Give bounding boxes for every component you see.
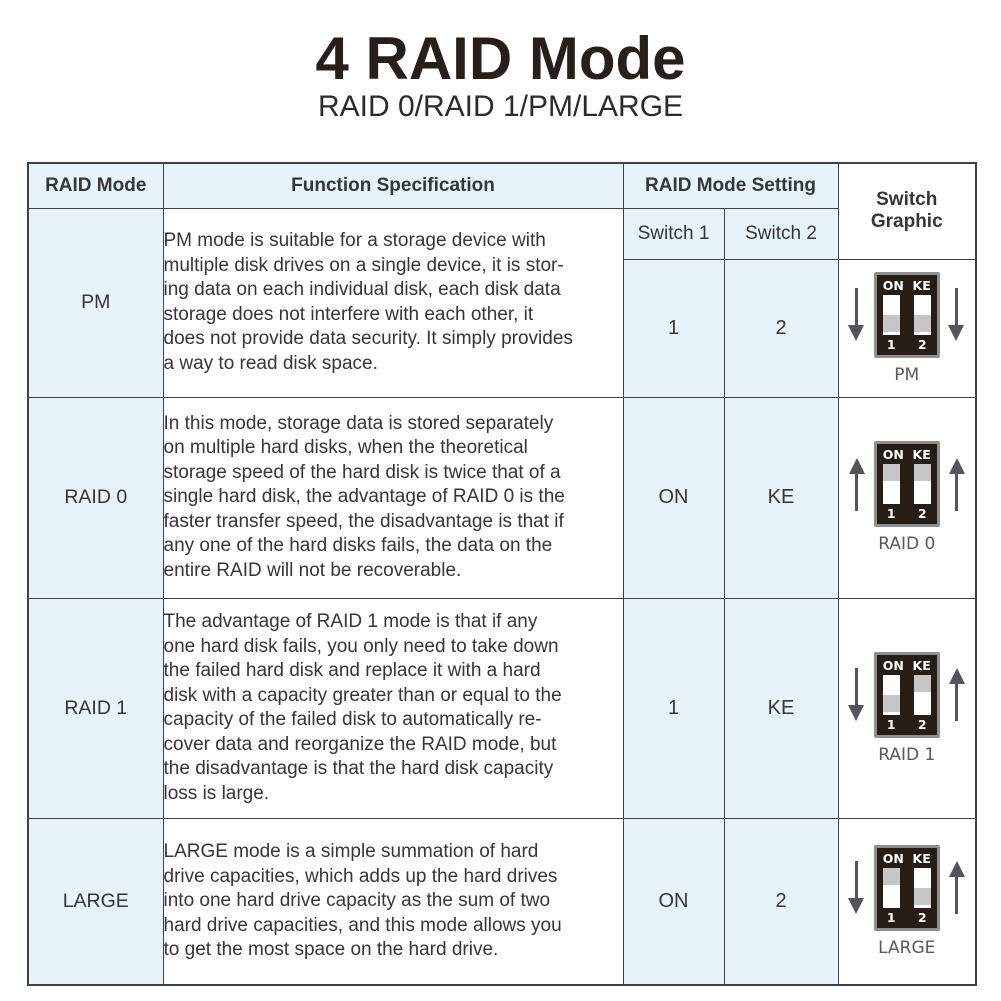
description-cell-pm: PM mode is suitable for a storage device…	[162, 207, 624, 398]
dip-bottom-labels: 1 2	[883, 506, 931, 521]
dip-switch: ON KE 1 2	[873, 271, 940, 358]
dip-channels	[882, 294, 931, 335]
dip-bottom-labels: 1 2	[883, 337, 931, 352]
header-row: RAID Mode Function Specification RAID Mo…	[27, 162, 977, 260]
page-subtitle: RAID 0/RAID 1/PM/LARGE	[317, 90, 684, 123]
switch1-value-pm: 1	[622, 258, 725, 398]
dip-switch: ON KE 1 2	[873, 844, 940, 931]
dip-switch-1-knob	[882, 314, 900, 332]
mode-cell-pm: PM	[27, 207, 164, 398]
table-row-large: LARGE LARGE mode is a simple summation o…	[27, 817, 977, 986]
dip-bottom-labels: 1 2	[883, 910, 931, 925]
switch-graphic-cell-raid0: ON KE 1 2 RAID 0	[837, 396, 977, 599]
dip-pin2-label: 2	[917, 336, 927, 352]
dip-switch-1-slider	[882, 464, 900, 504]
dip-top-labels: ON KE	[883, 447, 931, 462]
left-arrow-icon	[848, 859, 866, 916]
dip-channels	[882, 464, 931, 504]
right-arrow-icon	[948, 859, 966, 916]
mode-cell-raid0: RAID 0	[27, 396, 164, 599]
dip-switch-graphic: ON KE 1 2	[839, 844, 976, 931]
dip-switch-graphic: ON KE 1 2	[839, 271, 976, 358]
header-switch-1: Switch 1	[622, 207, 725, 260]
table-row-raid1: RAID 1 The advantage of RAID 1 mode is t…	[27, 597, 977, 819]
right-arrow-icon	[948, 456, 966, 513]
dip-switch-graphic: ON KE 1 2	[839, 441, 976, 527]
switch2-value-raid0: KE	[723, 396, 839, 599]
header-switch-2: Switch 2	[723, 207, 839, 260]
description-cell-raid1: The advantage of RAID 1 mode is that if …	[162, 597, 624, 819]
page-title: 4 RAID Mode	[315, 25, 686, 92]
switch-graphic-cell-pm: ON KE 1 2 PM	[837, 258, 977, 398]
dip-switch-1-knob	[882, 867, 900, 885]
switch2-value-raid1: KE	[723, 597, 839, 819]
dip-switch: ON KE 1 2	[873, 651, 940, 738]
switch2-value-pm: 2	[723, 258, 839, 398]
subheader-row: PM PM mode is suitable for a storage dev…	[27, 207, 976, 398]
dip-switch-1-knob	[882, 464, 900, 481]
dip-switch-1-slider	[882, 294, 900, 335]
dip-on-label: ON	[882, 447, 904, 462]
mode-cell-raid1: RAID 1	[27, 597, 164, 819]
dip-top-labels: ON KE	[883, 851, 931, 866]
dip-switch-caption: RAID 1	[878, 744, 936, 765]
dip-switch-1-knob	[882, 694, 900, 712]
dip-switch-1-slider	[882, 867, 900, 908]
dip-channels	[882, 867, 931, 908]
description-cell-raid0: In this mode, storage data is stored sep…	[162, 396, 624, 599]
right-arrow-icon	[948, 286, 966, 343]
header-raid-mode: RAID Mode	[27, 162, 164, 209]
dip-pin1-label: 1	[886, 506, 896, 521]
dip-switch: ON KE 1 2	[873, 441, 940, 527]
dip-pin2-label: 2	[917, 909, 927, 925]
dip-ke-label: KE	[912, 850, 931, 866]
switch2-value-large: 2	[723, 817, 839, 986]
dip-on-label: ON	[882, 277, 904, 293]
dip-switch-2-slider	[913, 867, 931, 908]
dip-switch-1-slider	[882, 674, 900, 715]
dip-pin1-label: 1	[886, 716, 896, 732]
dip-on-label: ON	[882, 657, 904, 673]
mode-cell-large: LARGE	[27, 817, 164, 986]
dip-top-labels: ON KE	[883, 278, 931, 293]
dip-ke-label: KE	[912, 447, 931, 462]
dip-bottom-labels: 1 2	[883, 717, 931, 732]
dip-switch-2-slider	[913, 464, 931, 504]
dip-switch-2-knob	[913, 674, 931, 692]
header-switch-graphic: Switch Graphic	[837, 162, 977, 260]
description-cell-large: LARGE mode is a simple summation of hard…	[162, 817, 624, 986]
switch1-value-raid0: ON	[622, 396, 725, 599]
switch-graphic-cell-large: ON KE 1 2 LARGE	[837, 817, 977, 986]
table-row-raid0: RAID 0 In this mode, storage data is sto…	[27, 396, 977, 599]
left-arrow-icon	[848, 666, 866, 723]
dip-switch-caption: RAID 0	[878, 534, 936, 554]
dip-switch-2-knob	[913, 464, 931, 481]
raid-mode-table: RAID Mode Function Specification RAID Mo…	[27, 162, 977, 986]
table-row-pm: 1 2 ON KE 1	[28, 258, 977, 398]
dip-on-label: ON	[882, 850, 904, 866]
dip-ke-label: KE	[912, 277, 931, 293]
dip-pin1-label: 1	[886, 909, 896, 925]
dip-pin2-label: 2	[917, 506, 927, 521]
dip-switch-caption: LARGE	[878, 937, 936, 958]
dip-switch-2-slider	[913, 674, 931, 715]
dip-switch-graphic: ON KE 1 2	[839, 651, 976, 738]
header-raid-mode-setting: RAID Mode Setting	[622, 162, 839, 209]
dip-ke-label: KE	[912, 657, 931, 673]
right-arrow-icon	[948, 666, 966, 723]
left-arrow-icon	[848, 456, 866, 513]
dip-channels	[882, 674, 931, 715]
left-arrow-icon	[848, 286, 866, 343]
switch1-value-large: ON	[622, 817, 725, 986]
switch-graphic-cell-raid1: ON KE 1 2 RAID 1	[837, 597, 977, 819]
dip-pin1-label: 1	[886, 336, 896, 352]
dip-switch-2-knob	[913, 887, 931, 905]
header-function-specification: Function Specification	[162, 162, 624, 209]
dip-switch-caption: PM	[894, 364, 920, 385]
dip-switch-2-knob	[913, 314, 931, 332]
switch1-value-raid1: 1	[622, 597, 725, 819]
dip-switch-2-slider	[913, 294, 931, 335]
dip-pin2-label: 2	[917, 716, 927, 732]
dip-top-labels: ON KE	[883, 658, 931, 673]
